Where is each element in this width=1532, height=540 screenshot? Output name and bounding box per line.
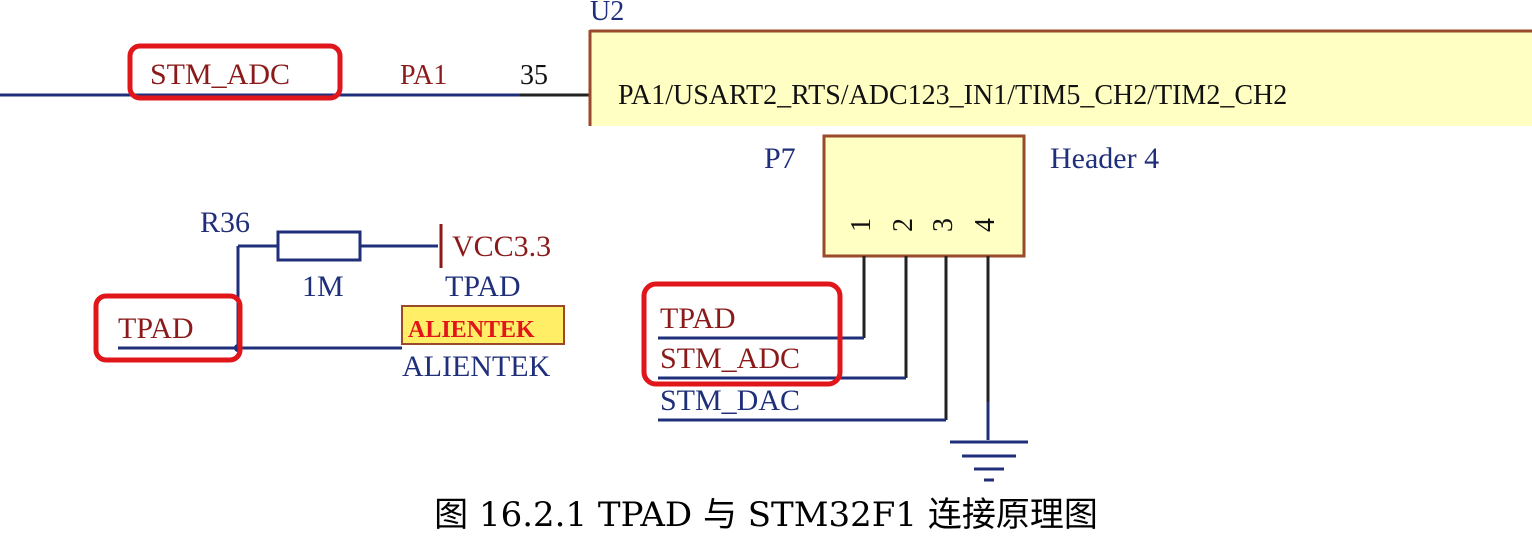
- p7-ref: P7: [764, 142, 796, 175]
- u2-ref: U2: [590, 0, 624, 27]
- p7-net-stm-dac: STM_DAC: [660, 384, 800, 417]
- p7-type: Header 4: [1050, 142, 1159, 175]
- p7-pin-2: 2: [888, 218, 919, 232]
- p7-net-stm-adc: STM_ADC: [660, 342, 800, 375]
- tpad-highlight-box: [93, 293, 243, 363]
- u2-section: U2 PA1/USART2_RTS/ADC123_IN1/TIM5_CH2/TI…: [0, 0, 1532, 126]
- p7-section: P7 Header 4 1 2 3 4 TPAD STM_ADC STM_DAC: [641, 134, 1159, 482]
- p7-net-tpad: TPAD: [660, 302, 736, 335]
- r36-section: R36 VCC3.3 1M TPAD TPAD ALIENTEK ALIENTE…: [93, 206, 565, 383]
- r36-resistor: [276, 230, 362, 262]
- p7-highlight-box: [641, 281, 843, 387]
- alientek-name: ALIENTEK: [402, 350, 551, 383]
- r36-net-label: TPAD: [445, 270, 521, 303]
- r36-ref: R36: [200, 206, 250, 239]
- p7-pin-3: 3: [928, 218, 959, 232]
- p7-pin-4: 4: [970, 218, 1001, 232]
- alientek-logo-text: ALIENTEK: [408, 317, 535, 343]
- figure-caption: 图 16.2.1 TPAD 与 STM32F1 连接原理图: [434, 495, 1098, 535]
- u2-body: [590, 30, 1532, 126]
- ground-symbol: [950, 440, 1028, 482]
- stm-adc-highlight-box: [127, 43, 343, 101]
- u2-pin-function: PA1/USART2_RTS/ADC123_IN1/TIM5_CH2/TIM2_…: [618, 80, 1287, 111]
- r36-power: VCC3.3: [452, 230, 551, 263]
- u2-net-label: STM_ADC: [150, 58, 290, 91]
- u2-pin-name: PA1: [400, 60, 447, 91]
- p7-body: [822, 134, 1026, 258]
- u2-pin-number: 35: [520, 60, 548, 91]
- tpad-label: TPAD: [118, 312, 194, 345]
- alientek-logo-box: [401, 305, 565, 345]
- r36-value: 1M: [302, 270, 344, 303]
- schematic-diagram: U2 PA1/USART2_RTS/ADC123_IN1/TIM5_CH2/TI…: [0, 0, 1532, 482]
- p7-pin-1: 1: [846, 218, 877, 232]
